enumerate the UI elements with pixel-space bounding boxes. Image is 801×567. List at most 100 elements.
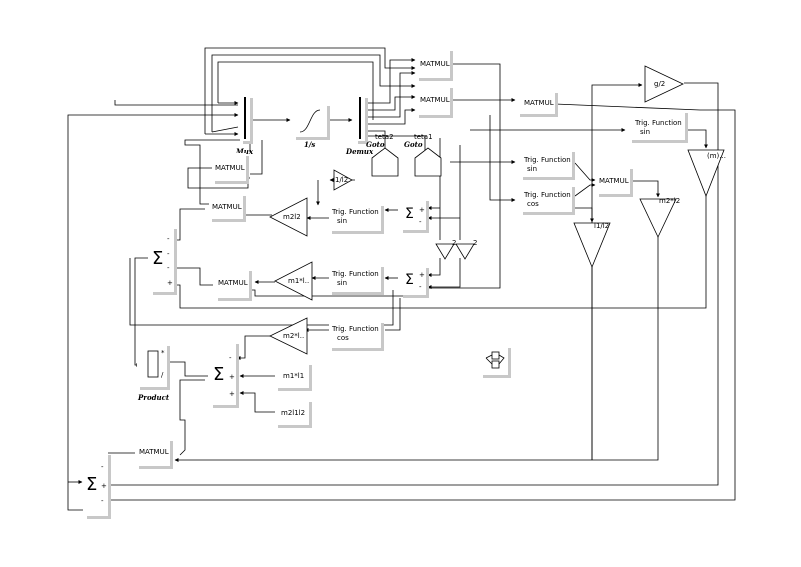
gain-small[interactable]: l1/l2 — [333, 169, 353, 191]
integrator-label: 1/s — [304, 140, 315, 149]
goto-block-teta2[interactable]: teta2 Goto — [366, 133, 399, 177]
trig-function-sin-2[interactable]: Trig. Function sin — [329, 203, 384, 234]
sum-sign: + — [229, 390, 235, 398]
matmul-label: MATMUL — [212, 203, 242, 211]
sigma-icon: Σ — [405, 206, 414, 222]
trig-function-sin-3[interactable]: Trig. Function sin — [329, 264, 384, 295]
product-sign: * — [161, 349, 165, 357]
gain-2a[interactable]: 2 — [435, 239, 456, 260]
sum-block-4[interactable]: Σ - + + — [210, 341, 239, 408]
product-block[interactable]: * / Product — [137, 343, 170, 402]
gain-m2l2[interactable]: m2*l2 — [639, 197, 680, 238]
constant-label: m1*l1 — [283, 372, 304, 380]
subsystem-icon[interactable] — [480, 345, 511, 378]
gain-label: 2 — [473, 239, 477, 247]
sum-sign: - — [229, 354, 232, 362]
product-label: Product — [137, 393, 170, 402]
matmul-label: MATMUL — [420, 60, 450, 68]
trig-function-sin-mid[interactable]: Trig. Function sin — [520, 149, 575, 180]
sum-sign: + — [419, 271, 425, 279]
matmul-block-5[interactable]: MATMUL — [212, 153, 249, 184]
trig-label: Trig. Function — [331, 325, 379, 333]
matmul-block-6[interactable]: MATMUL — [209, 193, 246, 222]
demux-label: Demux — [345, 147, 374, 156]
trig-label: Trig. Function — [634, 119, 682, 127]
gain-label: 2 — [452, 239, 456, 247]
goto-tag: teta2 — [375, 133, 394, 141]
gain-l1l2[interactable]: l1/l2 — [573, 222, 611, 269]
trig-label: Trig. Function — [331, 270, 379, 278]
matmul-block-8[interactable]: MATMUL — [136, 438, 173, 469]
sum-sign: - — [101, 463, 104, 471]
goto-block-teta1[interactable]: teta1 Goto — [404, 133, 442, 177]
sum-sign: - — [167, 264, 170, 272]
matmul-label: MATMUL — [599, 177, 629, 185]
matmul-label: MATMUL — [139, 448, 169, 456]
sigma-icon: Σ — [86, 474, 97, 495]
sigma-icon: Σ — [405, 272, 414, 288]
product-sign: / — [161, 371, 164, 379]
sum-block-3[interactable]: Σ + - — [400, 265, 429, 298]
sum-sign: - — [167, 235, 170, 243]
gain-g2[interactable]: g/2 — [644, 65, 684, 103]
trig-func: sin — [337, 217, 347, 225]
trig-func: sin — [640, 128, 650, 136]
gain-m1l[interactable]: m1*l.. — [274, 261, 313, 301]
constant-label: m2l1l2 — [281, 409, 305, 417]
trig-function-sin-right[interactable]: Trig. Function sin — [629, 110, 688, 143]
trig-label: Trig. Function — [523, 156, 571, 164]
matmul-block-2[interactable]: MATMUL — [416, 85, 453, 118]
sum-sign: - — [419, 283, 422, 291]
sum-sign: - — [101, 497, 104, 505]
trig-func: cos — [337, 334, 349, 342]
trig-function-cos-mid[interactable]: Trig. Function cos — [520, 184, 575, 215]
gain-label: m2l2 — [283, 213, 301, 221]
sum-block-5[interactable]: Σ - + - — [84, 452, 111, 519]
gain-m2l2b[interactable]: m2l2 — [269, 197, 308, 237]
matmul-label: MATMUL — [420, 96, 450, 104]
matmul-label: MATMUL — [215, 164, 245, 172]
sum-sign: - — [419, 218, 422, 226]
matmul-label: MATMUL — [218, 279, 248, 287]
sum-sign: + — [167, 279, 173, 287]
trig-func: cos — [527, 200, 539, 208]
demux-block[interactable]: Demux — [345, 95, 374, 156]
matmul-block-1[interactable]: MATMUL — [416, 48, 453, 81]
mux-block[interactable]: Mux — [235, 95, 254, 156]
integrator-block[interactable]: 1/s — [293, 103, 330, 149]
sigma-icon: Σ — [152, 248, 163, 269]
gain-label: l1/l2 — [333, 176, 348, 184]
sum-sign: + — [101, 482, 107, 490]
matmul-block-7[interactable]: MATMUL — [215, 268, 252, 301]
matmul-label: MATMUL — [524, 99, 554, 107]
gain-m1[interactable]: (m)... — [687, 149, 726, 198]
trig-func: sin — [527, 165, 537, 173]
sum-sign: + — [229, 373, 235, 381]
mux-label: Mux — [235, 147, 254, 156]
constant-m1l1[interactable]: m1*l1 — [275, 362, 312, 391]
trig-label: Trig. Function — [331, 208, 379, 216]
constant-m2l1l2[interactable]: m2l1l2 — [275, 399, 312, 428]
gain-label: g/2 — [654, 80, 665, 88]
matmul-block-4[interactable]: MATMUL — [596, 166, 633, 197]
gain-label: m1*l.. — [288, 277, 309, 285]
goto-label: Goto — [366, 140, 385, 149]
trig-label: Trig. Function — [523, 191, 571, 199]
sum-block-1[interactable]: Σ + - — [400, 198, 429, 233]
sum-sign: - — [167, 250, 170, 258]
sigma-icon: Σ — [213, 364, 224, 385]
gain-label: (m)... — [707, 152, 726, 160]
trig-func: sin — [337, 279, 347, 287]
trig-function-cos-2[interactable]: Trig. Function cos — [329, 320, 384, 351]
gain-label: l1/l2 — [594, 222, 609, 230]
sum-block-2[interactable]: Σ - - - + — [150, 226, 177, 295]
gain-label: m2*l.. — [283, 332, 304, 340]
gain-m2la[interactable]: m2*l.. — [269, 317, 308, 355]
goto-label: Goto — [404, 140, 423, 149]
gain-label: m2*l2 — [659, 197, 680, 205]
gain-2b[interactable]: 2 — [455, 239, 477, 260]
goto-tag: teta1 — [414, 133, 433, 141]
matmul-block-3[interactable]: MATMUL — [517, 90, 558, 117]
sum-sign: + — [419, 206, 425, 214]
